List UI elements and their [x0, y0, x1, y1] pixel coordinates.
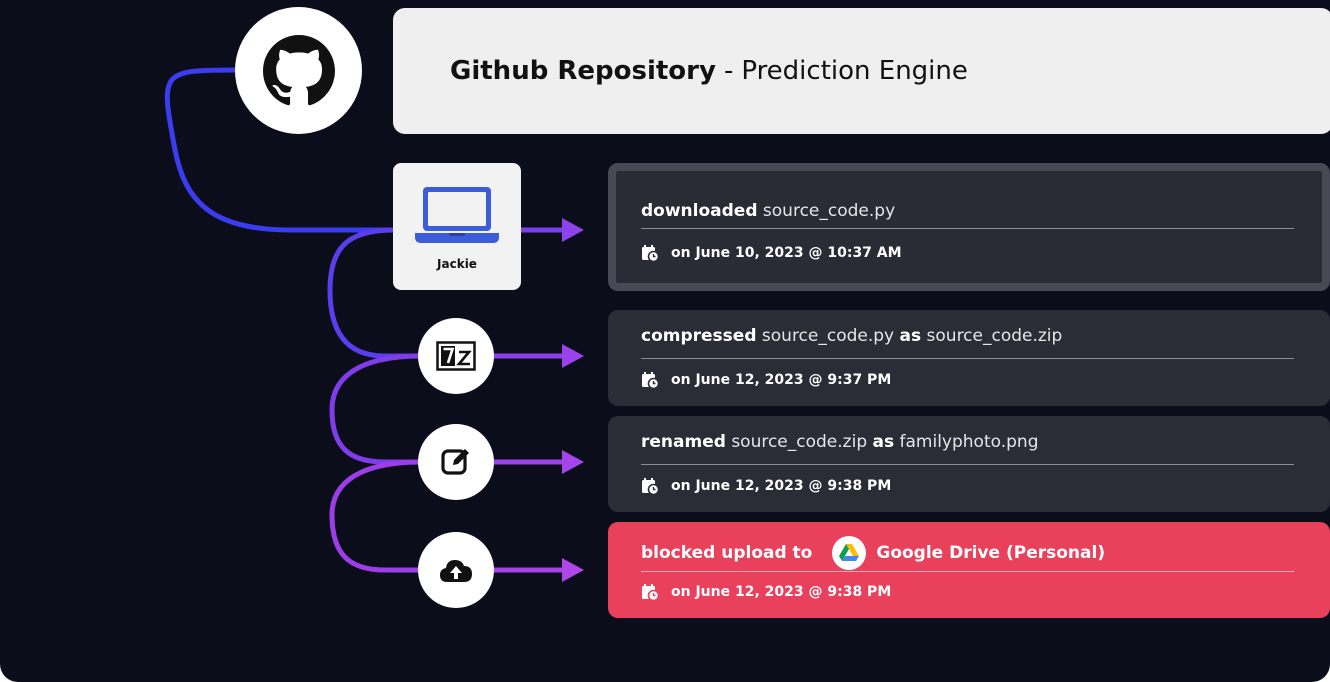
- event-timestamp-row: on June 12, 2023 @ 9:38 PM: [641, 583, 891, 601]
- event-connector: as: [899, 326, 922, 346]
- event-divider: [641, 571, 1294, 572]
- event-file: source_code.py: [762, 201, 896, 221]
- event-description: compressed source_code.py as source_code…: [641, 326, 1062, 346]
- github-icon: [262, 34, 335, 105]
- calendar-clock-icon: [642, 372, 659, 389]
- event-timestamp: on June 12, 2023 @ 9:38 PM: [671, 478, 892, 494]
- connector-step2-branch: [329, 353, 421, 465]
- repository-label: Github Repository: [450, 56, 716, 86]
- event-connector: as: [872, 432, 895, 452]
- arrow-compressed: [494, 344, 584, 368]
- repository-header: Github Repository - Prediction Engine: [393, 8, 1330, 134]
- event-target-file: familyphoto.png: [899, 432, 1039, 452]
- arrow-downloaded: [521, 218, 584, 242]
- event-card-compressed: compressed source_code.py as source_code…: [608, 310, 1330, 406]
- event-target-file: source_code.zip: [926, 326, 1063, 346]
- event-timestamp-row: on June 12, 2023 @ 9:38 PM: [641, 477, 891, 495]
- repository-separator: -: [723, 56, 734, 86]
- device-node: Jackie: [393, 163, 521, 290]
- edit-icon: [441, 449, 469, 475]
- event-divider: [641, 358, 1294, 359]
- event-description: blocked upload to Google Drive (Personal…: [641, 536, 1105, 570]
- event-card-downloaded: downloaded source_code.py on June 10, 20…: [608, 163, 1330, 291]
- event-file: source_code.zip: [731, 432, 868, 452]
- calendar-clock-icon: [642, 584, 659, 601]
- google-drive-icon: [839, 544, 860, 561]
- connector-repo-to-device: [164, 67, 395, 233]
- event-description: downloaded source_code.py: [641, 201, 895, 221]
- github-node: [235, 7, 362, 134]
- arrow-blocked: [494, 558, 584, 582]
- event-divider: [641, 228, 1294, 229]
- connector-step3-branch: [329, 459, 421, 573]
- event-divider: [641, 464, 1294, 465]
- device-user-name: Jackie: [437, 257, 477, 271]
- event-timestamp-row: on June 12, 2023 @ 9:37 PM: [641, 371, 891, 389]
- event-destination: Google Drive (Personal): [876, 543, 1106, 563]
- event-action: compressed: [641, 326, 757, 346]
- event-action: renamed: [641, 432, 726, 452]
- event-timestamp-row: on June 10, 2023 @ 10:37 AM: [641, 244, 902, 262]
- rename-node: [418, 424, 494, 500]
- upload-node: [418, 532, 494, 608]
- arrow-renamed: [494, 450, 584, 474]
- laptop-icon: [415, 187, 499, 243]
- cloud-upload-icon: [440, 560, 472, 582]
- event-action: downloaded: [641, 201, 758, 221]
- event-timestamp: on June 12, 2023 @ 9:38 PM: [671, 584, 892, 600]
- event-timestamp: on June 12, 2023 @ 9:37 PM: [671, 372, 892, 388]
- google-drive-badge: [832, 536, 867, 570]
- event-action: blocked upload to: [641, 543, 813, 563]
- connector-device-branch: [327, 227, 420, 359]
- compress-node: [418, 318, 494, 394]
- repository-name: Prediction Engine: [741, 56, 968, 86]
- event-description: renamed source_code.zip as familyphoto.p…: [641, 432, 1038, 452]
- event-timestamp: on June 10, 2023 @ 10:37 AM: [671, 245, 902, 261]
- event-card-blocked-upload: blocked upload to Google Drive (Personal…: [608, 522, 1330, 618]
- event-file: source_code.py: [761, 326, 895, 346]
- event-card-renamed: renamed source_code.zip as familyphoto.p…: [608, 416, 1330, 512]
- 7zip-icon: [436, 341, 476, 371]
- calendar-clock-icon: [642, 245, 659, 262]
- calendar-clock-icon: [642, 478, 659, 495]
